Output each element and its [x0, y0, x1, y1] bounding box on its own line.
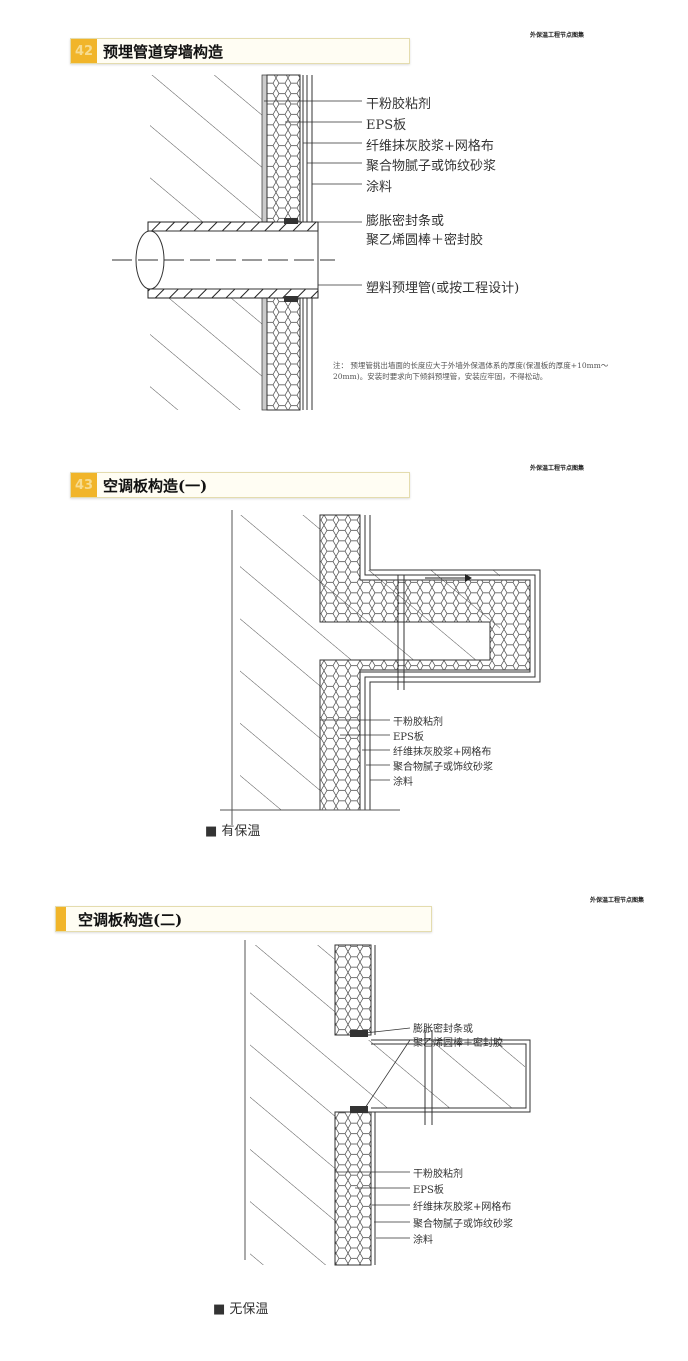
label-adhesive: 干粉胶粘剂 — [366, 97, 432, 112]
label-seal-strip: 膨胀密封条或 — [413, 1024, 473, 1035]
section-header-44: 44 空调板构造(二) — [55, 906, 432, 932]
label-adhesive: 干粉胶粘剂 — [413, 1169, 463, 1180]
caption: ■ 无保温 — [213, 1302, 269, 1317]
label-adhesive: 干粉胶粘剂 — [393, 717, 443, 728]
ac-slab-drawing-2 — [244, 940, 531, 1266]
caption-text: 无保温 — [229, 1302, 269, 1317]
section-header-43: 43 空调板构造(一) — [70, 472, 410, 498]
section-number: 42 — [71, 39, 97, 63]
label-mortar-mesh: 纤维抹灰胶浆+网格布 — [366, 139, 494, 154]
label-paint: 涂料 — [413, 1235, 433, 1246]
section-title: 预埋管道穿墙构造 — [103, 43, 224, 61]
section-header-42: 42 预埋管道穿墙构造 — [70, 38, 410, 64]
label-putty: 聚合物腻子或饰纹砂浆 — [393, 762, 493, 773]
label-putty: 聚合物腻子或饰纹砂浆 — [413, 1219, 513, 1230]
section-number: 43 — [71, 473, 97, 497]
section-number: 44 — [56, 907, 66, 931]
label-seal-strip: 膨胀密封条或 — [366, 214, 445, 229]
ac-slab-drawing-1 — [220, 510, 541, 825]
label-seal-rod: 聚乙烯圆棒＋密封胶 — [413, 1038, 503, 1049]
label-seal-rod: 聚乙烯圆棒＋密封胶 — [366, 233, 484, 248]
series-title: 外保温工程节点图集 — [530, 465, 585, 472]
label-paint: 涂料 — [366, 180, 393, 195]
series-title: 外保温工程节点图集 — [530, 32, 585, 39]
label-paint: 涂料 — [393, 777, 413, 788]
pipe-drawing — [112, 74, 362, 411]
section-title: 空调板构造(二) — [78, 911, 183, 929]
label-eps: EPS板 — [393, 732, 424, 743]
label-mortar-mesh: 纤维抹灰胶浆+网格布 — [393, 747, 492, 758]
label-eps: EPS板 — [413, 1185, 444, 1196]
label-pipe: 塑料预埋管(或按工程设计) — [366, 281, 520, 296]
label-mortar-mesh: 纤维抹灰胶浆+网格布 — [413, 1202, 512, 1213]
label-eps: EPS板 — [366, 118, 407, 133]
label-putty: 聚合物腻子或饰纹砂浆 — [366, 159, 497, 174]
caption: ■ 有保温 — [205, 824, 261, 839]
series-title: 外保温工程节点图集 — [590, 897, 645, 904]
note: 注： 预埋管挑出墙面的长度应大于外墙外保温体系的厚度(保温板的厚度+10mm～2… — [333, 361, 609, 381]
caption-text: 有保温 — [221, 824, 261, 839]
section-title: 空调板构造(一) — [103, 477, 208, 495]
